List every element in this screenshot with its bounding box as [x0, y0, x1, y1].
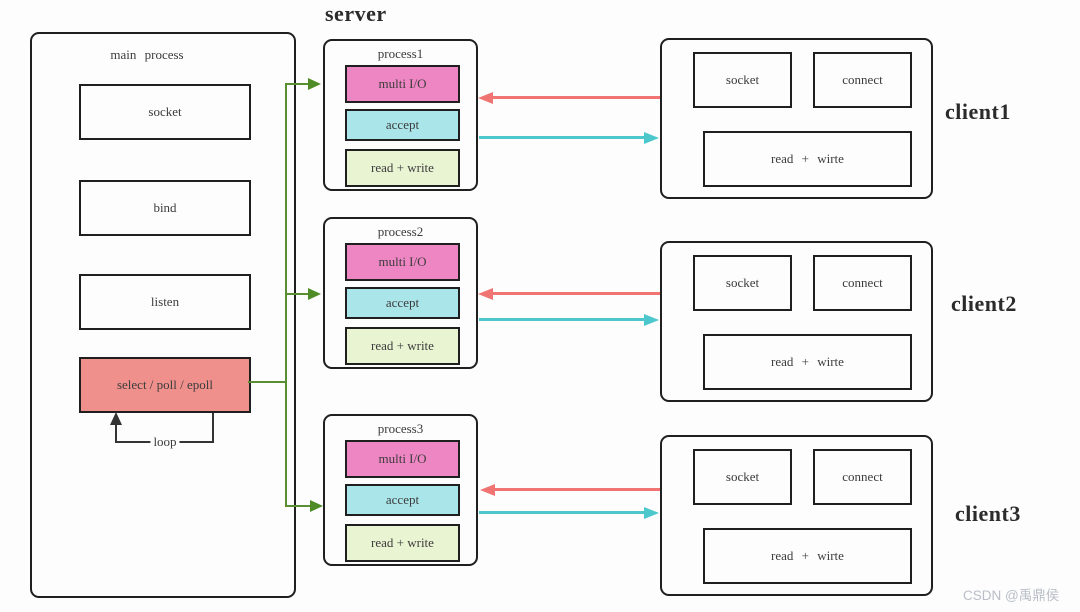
main-listen-box: listen [79, 274, 251, 330]
process2-accept-box: accept [345, 287, 460, 319]
client1-read-write-box: read + wirte [703, 131, 912, 187]
process3-label: process3 [377, 421, 424, 436]
cyan-arrowhead-client2-icon [644, 314, 659, 326]
red-arrow-client1-to-process1 [492, 96, 660, 99]
loop-label: loop [150, 434, 180, 450]
main-bind-box: bind [79, 180, 251, 236]
green-line-trunk [285, 83, 287, 507]
client2-title: client2 [951, 291, 1017, 316]
cyan-arrowhead-client3-icon [644, 507, 659, 519]
client1-socket-box: socket [693, 52, 792, 108]
client1-connect-box: connect [813, 52, 912, 108]
client3-box: socket connect read + wirte [660, 435, 933, 596]
cyan-arrow-process2-to-client2 [479, 318, 646, 321]
green-arrowhead-process3-icon [310, 500, 323, 512]
process2-read-write-box: read + write [345, 327, 460, 365]
client3-socket-box: socket [693, 449, 792, 505]
green-arrowhead-process1-icon [308, 78, 321, 90]
process3-read-write-box: read + write [345, 524, 460, 562]
watermark: CSDN @禹鼎侯 [963, 588, 1060, 603]
red-arrow-client2-to-process2 [492, 292, 660, 295]
client2-socket-box: socket [693, 255, 792, 311]
green-arrow-to-process1 [285, 83, 311, 85]
client2-read-write-box: read + wirte [703, 334, 912, 390]
green-arrowhead-process2-icon [308, 288, 321, 300]
process2-box: process2 multi I/O accept read + write [323, 217, 478, 369]
process2-label: process2 [377, 224, 424, 239]
main-socket-box: socket [79, 84, 251, 140]
green-arrow-to-process3 [285, 505, 313, 507]
red-arrowhead-process3-icon [480, 484, 495, 496]
green-arrow-to-process2 [285, 293, 311, 295]
process1-box: process1 multi I/O accept read + write [323, 39, 478, 191]
client3-title: client3 [955, 501, 1021, 526]
main-process-label: main process [110, 47, 184, 62]
process1-label: process1 [377, 46, 424, 61]
loop-arrowhead-up-icon [110, 412, 122, 425]
client1-box: socket connect read + wirte [660, 38, 933, 199]
client1-title: client1 [945, 99, 1011, 124]
client3-connect-box: connect [813, 449, 912, 505]
process3-accept-box: accept [345, 484, 460, 516]
process1-multi-io-box: multi I/O [345, 65, 460, 103]
cyan-arrow-process3-to-client3 [479, 511, 646, 514]
cyan-arrowhead-client1-icon [644, 132, 659, 144]
process3-box: process3 multi I/O accept read + write [323, 414, 478, 566]
process3-multi-io-box: multi I/O [345, 440, 460, 478]
main-process-box: main process socket bind listen select /… [30, 32, 296, 598]
loop-line-left [115, 425, 117, 442]
red-arrowhead-process2-icon [478, 288, 493, 300]
multiplex-box: select / poll / epoll [79, 357, 251, 413]
cyan-arrow-process1-to-client1 [479, 136, 646, 139]
process1-read-write-box: read + write [345, 149, 460, 187]
red-arrowhead-process1-icon [478, 92, 493, 104]
client2-box: socket connect read + wirte [660, 241, 933, 402]
green-line-from-multiplex [248, 381, 286, 383]
process2-multi-io-box: multi I/O [345, 243, 460, 281]
red-arrow-client3-to-process3 [494, 488, 660, 491]
process1-accept-box: accept [345, 109, 460, 141]
client2-connect-box: connect [813, 255, 912, 311]
server-title: server [325, 1, 387, 26]
loop-line-right [212, 413, 214, 443]
client3-read-write-box: read + wirte [703, 528, 912, 584]
